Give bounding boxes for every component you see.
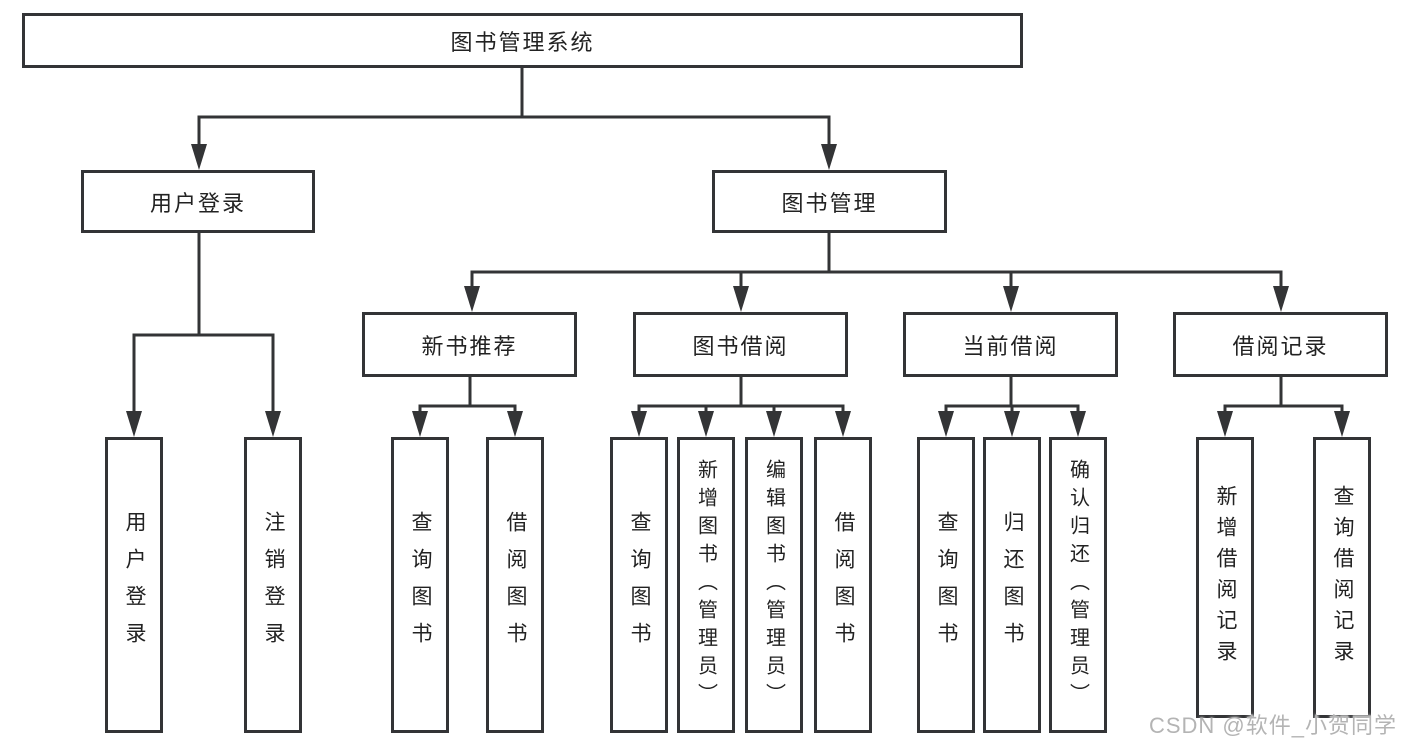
leaf-label: 借阅图书 xyxy=(504,511,527,659)
leaf-label: 借阅图书 xyxy=(832,511,855,659)
arrow-down-icon xyxy=(464,286,480,312)
leaf-query-books: 查询图书 xyxy=(917,437,975,733)
arrow-down-icon xyxy=(507,411,523,437)
arrow-down-icon xyxy=(821,144,837,170)
leaf-query-borrow-record: 查询借阅记录 xyxy=(1313,437,1371,718)
arrow-down-icon xyxy=(1217,411,1233,437)
arrow-down-icon xyxy=(1004,411,1020,437)
leaf-confirm-return-admin: 确认归还（管理员） xyxy=(1049,437,1107,733)
arrow-down-icon xyxy=(631,411,647,437)
node-label: 借阅记录 xyxy=(1232,333,1329,359)
leaf-query-books: 查询图书 xyxy=(391,437,449,733)
arrow-down-icon xyxy=(1334,411,1350,437)
node-book-borrowing: 图书借阅 xyxy=(633,312,848,377)
arrow-down-icon xyxy=(835,411,851,437)
csdn-watermark: CSDN @软件_小贺同学 xyxy=(1148,713,1397,738)
node-label: 新书推荐 xyxy=(421,333,518,359)
arrow-down-icon xyxy=(1003,286,1019,312)
node-label: 当前借阅 xyxy=(962,333,1059,359)
node-label: 图书管理 xyxy=(781,190,878,216)
leaf-add-book-admin: 新增图书（管理员） xyxy=(677,437,735,733)
arrow-down-icon xyxy=(265,411,281,437)
node-borrowing-records: 借阅记录 xyxy=(1173,312,1388,377)
node-label: 用户登录 xyxy=(149,190,246,216)
leaf-add-borrow-record: 新增借阅记录 xyxy=(1196,437,1254,718)
leaf-label: 查询图书 xyxy=(935,511,958,659)
leaf-borrow-books: 借阅图书 xyxy=(486,437,544,733)
node-user-login-branch: 用户登录 xyxy=(81,170,315,233)
leaf-label: 归还图书 xyxy=(1001,511,1024,659)
leaf-label: 新增借阅记录 xyxy=(1214,484,1237,671)
leaf-label: 确认归还（管理员） xyxy=(1066,459,1089,711)
arrow-down-icon xyxy=(1070,411,1086,437)
leaf-label: 新增图书（管理员） xyxy=(694,459,717,711)
leaf-label: 查询图书 xyxy=(409,511,432,659)
leaf-query-books: 查询图书 xyxy=(610,437,668,733)
arrow-down-icon xyxy=(766,411,782,437)
arrow-down-icon xyxy=(126,411,142,437)
node-label: 图书管理系统 xyxy=(450,29,595,55)
arrow-down-icon xyxy=(938,411,954,437)
leaf-user-login: 用户登录 xyxy=(105,437,163,733)
leaf-edit-book-admin: 编辑图书（管理员） xyxy=(745,437,803,733)
node-library-management-system: 图书管理系统 xyxy=(22,13,1023,68)
arrow-down-icon xyxy=(191,144,207,170)
leaf-label: 用户登录 xyxy=(123,511,146,659)
leaf-label: 编辑图书（管理员） xyxy=(762,459,785,711)
node-new-book-recommendation: 新书推荐 xyxy=(362,312,577,377)
arrow-down-icon xyxy=(412,411,428,437)
node-current-borrowing: 当前借阅 xyxy=(903,312,1118,377)
node-label: 图书借阅 xyxy=(692,333,789,359)
leaf-label: 查询借阅记录 xyxy=(1331,484,1354,671)
arrow-down-icon xyxy=(1273,286,1289,312)
node-book-management-branch: 图书管理 xyxy=(712,170,947,233)
arrow-down-icon xyxy=(733,286,749,312)
arrow-down-icon xyxy=(698,411,714,437)
leaf-logout: 注销登录 xyxy=(244,437,302,733)
leaf-return-books: 归还图书 xyxy=(983,437,1041,733)
leaf-borrow-books: 借阅图书 xyxy=(814,437,872,733)
leaf-label: 注销登录 xyxy=(262,511,285,659)
leaf-label: 查询图书 xyxy=(628,511,651,659)
